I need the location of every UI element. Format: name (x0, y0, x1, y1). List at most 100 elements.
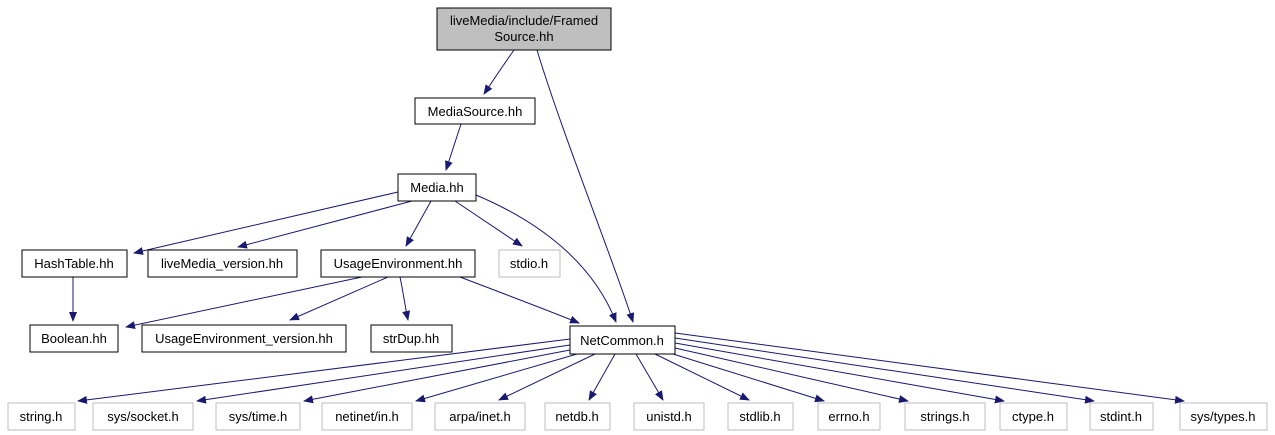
edge-framedsource-mediasource (483, 49, 515, 95)
node-stdlib-box (727, 402, 794, 431)
node-mediasource[interactable]: MediaSource.hh (414, 97, 536, 125)
node-framedsource-box (436, 7, 612, 51)
node-usageenvironment-version-label: UsageEnvironment_version.hh (155, 331, 333, 346)
edge-media-stdio (454, 200, 523, 247)
edge-netcommon-sys-socket (196, 344, 571, 404)
node-sys-types-label: sys/types.h (1190, 409, 1255, 424)
node-boolean-label: Boolean.hh (41, 331, 107, 346)
node-usageenvironment-label: UsageEnvironment.hh (334, 256, 463, 271)
node-unistd-label: unistd.h (646, 409, 692, 424)
edge-netcommon-sys-types (674, 332, 1185, 404)
edge-netcommon-errno (672, 353, 825, 403)
node-strings-box (904, 402, 986, 431)
edge-usageenvironment-netcommon (459, 276, 580, 324)
node-strdup-box (370, 324, 453, 353)
node-stdlib: stdlib.h (727, 402, 794, 431)
node-sys-time: sys/time.h (215, 402, 301, 431)
node-sys-types: sys/types.h (1179, 402, 1268, 431)
node-strings-label: strings.h (920, 409, 969, 424)
node-stdio: stdio.h (498, 249, 561, 278)
node-sys-socket-label: sys/socket.h (107, 409, 179, 424)
node-netdb-box (544, 402, 611, 431)
node-hashtable[interactable]: HashTable.hh (21, 249, 128, 278)
node-stdint: stdint.h (1089, 402, 1154, 431)
node-strdup[interactable]: strDup.hh (370, 324, 453, 353)
node-arpa-inet-box (434, 402, 526, 431)
edge-netcommon-strings (674, 347, 909, 403)
node-sys-time-box (215, 402, 301, 431)
node-arpa-inet-label: arpa/inet.h (449, 409, 510, 424)
node-netcommon-box (569, 325, 676, 355)
node-strdup-label: strDup.hh (383, 331, 439, 346)
node-sys-socket-box (92, 402, 194, 431)
edge-netcommon-arpa-inet (498, 353, 596, 401)
edge-media-hashtable (133, 191, 399, 255)
edge-media-usageenvironment (405, 200, 432, 247)
graph-nodes: liveMedia/include/Framed Source.hh Media… (7, 7, 1268, 431)
node-livemedia-version[interactable]: liveMedia_version.hh (147, 249, 298, 278)
node-usageenvironment-version[interactable]: UsageEnvironment_version.hh (141, 324, 347, 353)
node-string-box (7, 402, 76, 431)
node-livemedia-version-box (147, 249, 298, 278)
node-media-label: Media.hh (410, 180, 463, 195)
edge-usageenvironment-strdup (399, 276, 411, 321)
node-netinet-in-label: netinet/in.h (335, 409, 399, 424)
edge-netcommon-unistd (635, 353, 664, 401)
node-stdint-label: stdint.h (1100, 409, 1142, 424)
node-stdlib-label: stdlib.h (739, 409, 780, 424)
node-boolean[interactable]: Boolean.hh (29, 324, 119, 353)
node-framedsource-label-line2: Source.hh (494, 29, 553, 44)
node-netinet-in: netinet/in.h (321, 402, 413, 431)
node-stdio-label: stdio.h (510, 256, 548, 271)
node-mediasource-label: MediaSource.hh (428, 104, 523, 119)
edge-media-netcommon (475, 194, 617, 323)
node-hashtable-box (21, 249, 128, 278)
node-boolean-box (29, 324, 119, 353)
edge-usageenvironment-usageenvironment-version (289, 276, 389, 321)
node-sys-types-box (1179, 402, 1268, 431)
node-arpa-inet: arpa/inet.h (434, 402, 526, 431)
node-sys-socket: sys/socket.h (92, 402, 194, 431)
node-usageenvironment-version-box (141, 324, 347, 353)
edge-netcommon-string (77, 338, 571, 404)
edge-mediasource-media (445, 123, 462, 171)
node-errno-box (817, 402, 881, 431)
node-unistd-box (633, 402, 705, 431)
node-netdb-label: netdb.h (555, 409, 598, 424)
graph-edges (69, 49, 1185, 404)
node-strings: strings.h (904, 402, 986, 431)
node-media[interactable]: Media.hh (397, 173, 477, 202)
node-netcommon-label: NetCommon.h (580, 333, 664, 348)
edge-netcommon-netdb (588, 353, 616, 401)
edge-media-livemedia-version (237, 200, 413, 249)
edge-usageenvironment-boolean (125, 276, 363, 330)
node-sys-time-label: sys/time.h (229, 409, 288, 424)
node-framedsource-label-line1: liveMedia/include/Framed (450, 13, 598, 28)
node-usageenvironment-box (320, 249, 476, 278)
node-ctype-label: ctype.h (1012, 409, 1054, 424)
node-framedsource: liveMedia/include/Framed Source.hh (436, 7, 612, 51)
node-media-box (397, 173, 477, 202)
node-netdb: netdb.h (544, 402, 611, 431)
node-usageenvironment[interactable]: UsageEnvironment.hh (320, 249, 476, 278)
node-netinet-in-box (321, 402, 413, 431)
node-unistd: unistd.h (633, 402, 705, 431)
edge-netcommon-ctype (674, 342, 1005, 404)
node-ctype: ctype.h (999, 402, 1068, 431)
edge-netcommon-sys-time (303, 349, 571, 404)
edge-netcommon-netinet-in (415, 353, 578, 403)
node-errno-label: errno.h (828, 409, 869, 424)
node-string-label: string.h (20, 409, 63, 424)
node-string: string.h (7, 402, 76, 431)
node-stdint-box (1089, 402, 1154, 431)
node-hashtable-label: HashTable.hh (34, 256, 114, 271)
node-stdio-box (498, 249, 561, 278)
node-errno: errno.h (817, 402, 881, 431)
edge-netcommon-stdlib (654, 353, 750, 401)
node-ctype-box (999, 402, 1068, 431)
node-netcommon[interactable]: NetCommon.h (569, 325, 676, 355)
node-livemedia-version-label: liveMedia_version.hh (161, 256, 283, 271)
node-mediasource-box (414, 97, 536, 125)
